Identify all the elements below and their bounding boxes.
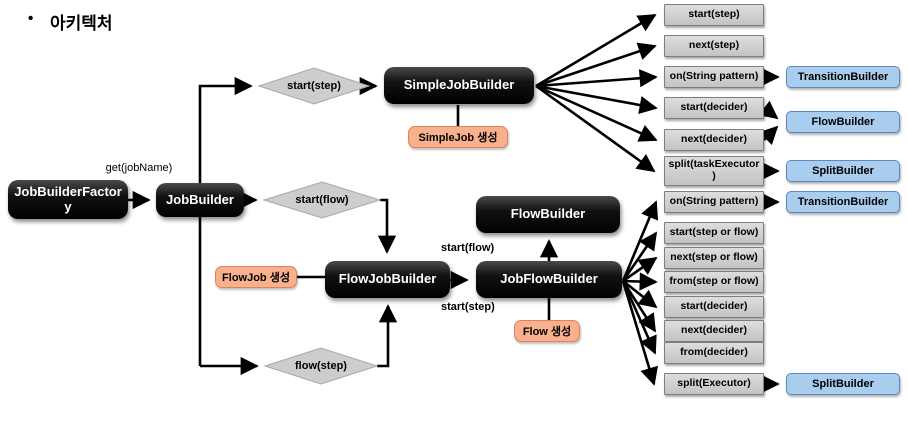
edge-label-start-step: start(step) [441, 301, 495, 313]
fan-simple-4 [535, 84, 658, 114]
title-bullet: • [28, 10, 34, 27]
method-next-decider-1: next(decider) [664, 129, 764, 151]
builder-split-2: SplitBuilder [786, 373, 900, 395]
fan-simple-3 [535, 69, 658, 88]
note-simplejob-created: SimpleJob 생성 [408, 126, 508, 148]
method-on-string-pattern-2: on(String pattern) [664, 191, 764, 213]
note-flowjob-created: FlowJob 생성 [215, 266, 297, 288]
diamond-flow-step [263, 347, 379, 385]
node-job-builder: JobBuilder [156, 183, 244, 217]
method-split-executor: split(Executor) [664, 373, 764, 395]
builder-transition-2: TransitionBuilder [786, 191, 900, 213]
builder-flow: FlowBuilder [786, 111, 900, 133]
node-flow-job-builder: FlowJobBuilder [325, 261, 450, 298]
method-start-decider-2: start(decider) [664, 296, 764, 318]
fan-simple-2 [535, 42, 657, 88]
page-title: 아키텍처 [50, 14, 113, 33]
fan-jobflow-5 [622, 279, 658, 309]
diamond-start-step [257, 67, 371, 105]
edge-jobbuilder-to-startstep [198, 76, 253, 366]
method-split-taskexecutor: split(taskExecutor) [664, 156, 764, 186]
node-flow-builder: FlowBuilder [476, 196, 620, 233]
method-start-step: start(step) [664, 4, 764, 26]
edge-label-start-flow: start(flow) [441, 242, 495, 254]
edge-nextdecider-to-flowbuilder [758, 125, 779, 146]
fan-simple-6 [535, 84, 656, 173]
builder-split-1: SplitBuilder [786, 160, 900, 182]
fan-jobflow-7 [621, 280, 657, 355]
method-next-decider-2: next(decider) [664, 320, 764, 342]
method-from-step-or-flow: from(step or flow) [664, 271, 764, 293]
method-from-decider: from(decider) [664, 342, 764, 364]
method-next-step-or-flow: next(step or flow) [664, 247, 764, 269]
fan-jobflow-6 [621, 280, 657, 333]
edge-label-get-jobname: get(jobName) [105, 162, 173, 174]
fan-jobflow-3 [622, 256, 658, 283]
method-on-string-pattern-1: on(String pattern) [664, 66, 764, 88]
node-simple-job-builder: SimpleJobBuilder [384, 67, 534, 104]
fan-simple-5 [535, 84, 658, 142]
node-job-flow-builder: JobFlowBuilder [476, 261, 622, 298]
method-start-decider-1: start(decider) [664, 97, 764, 119]
diamond-label-flow-step: flow(step) [295, 360, 347, 372]
diamond-start-flow [262, 181, 382, 219]
fan-simple-1 [535, 13, 657, 88]
note-flow-created: Flow 생성 [514, 320, 580, 342]
edge-flowstep-to-flowjobbuilder [377, 304, 398, 368]
diamond-label-start-flow: start(flow) [295, 194, 349, 206]
fan-jobflow-8 [621, 280, 658, 386]
method-next-step: next(step) [664, 35, 764, 57]
edge-startflow-to-flowjobbuilder [377, 198, 397, 254]
fan-jobflow-4 [622, 272, 658, 291]
diamond-label-start-step: start(step) [287, 80, 341, 92]
builder-transition-1: TransitionBuilder [786, 66, 900, 88]
edge-startdecider-to-flowbuilder [758, 100, 779, 120]
method-start-step-or-flow: start(step or flow) [664, 222, 764, 244]
node-job-builder-factory: JobBuilderFactory [8, 180, 128, 219]
